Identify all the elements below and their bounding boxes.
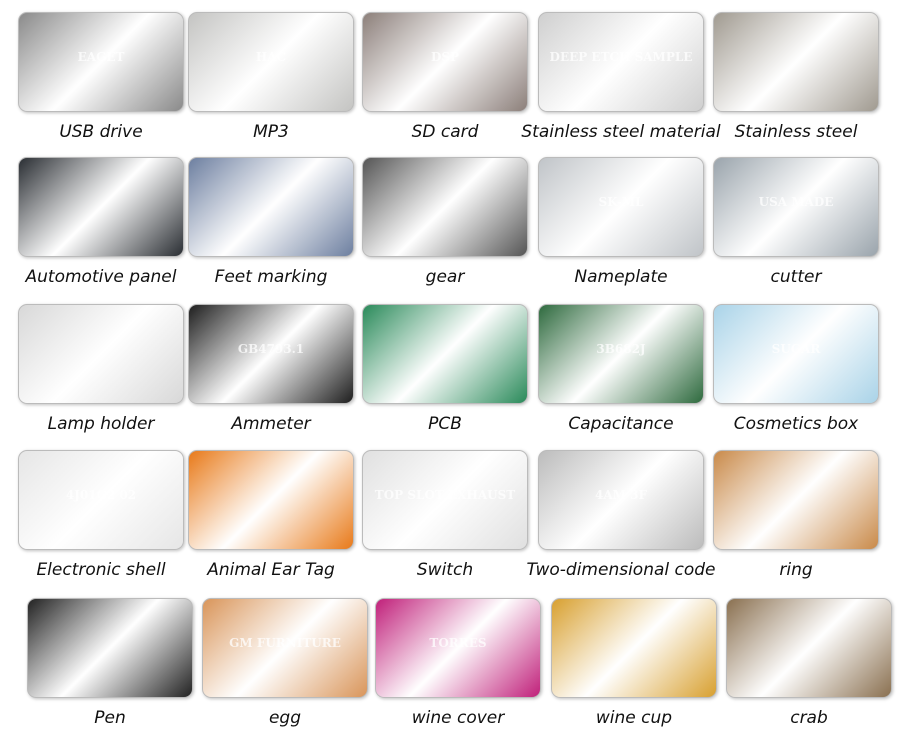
sample-tile: USA MADE cutter (713, 157, 879, 287)
sample-photo: GM FURNITURE (202, 598, 368, 698)
engraving-text: HAC (255, 50, 287, 65)
sample-photo: 4J01G2 02 (18, 450, 184, 550)
sample-photo: DEEP ETCH SAMPLE (538, 12, 704, 112)
sample-tile: SK-ML Nameplate (538, 157, 704, 287)
engraving-text: GB4793.1 (237, 342, 305, 357)
engraving-text: 3B682J (596, 342, 646, 357)
sample-photo (726, 598, 892, 698)
sample-caption: Stainless steel material (521, 122, 721, 142)
sample-photo: SUGAR (713, 304, 879, 404)
engraving-text: 4AM 3F (595, 488, 647, 503)
sample-tile: 4J01G2 02 Electronic shell (18, 450, 184, 580)
sample-photo (362, 157, 528, 257)
sample-photo: TOP SLOT EXHAUST (362, 450, 528, 550)
sample-tile: DSP SD card (362, 12, 528, 142)
sample-caption: ring (779, 560, 813, 580)
sample-caption: Switch (416, 560, 474, 580)
sample-photo: 4AM 3F (538, 450, 704, 550)
sample-caption: crab (790, 708, 828, 728)
sample-caption: PCB (428, 414, 462, 434)
sample-caption: Two-dimensional code (526, 560, 716, 580)
sample-tile: gear (362, 157, 528, 287)
sample-tile: HAC MP3 (188, 12, 354, 142)
sample-photo (188, 157, 354, 257)
sample-caption: USB drive (59, 122, 143, 142)
sample-caption: egg (268, 708, 302, 728)
engraving-text: DEEP ETCH SAMPLE (549, 50, 693, 65)
sample-caption: MP3 (253, 122, 289, 142)
sample-caption: wine cover (411, 708, 505, 728)
sample-photo (713, 450, 879, 550)
sample-photo: SK-ML (538, 157, 704, 257)
sample-photo (18, 157, 184, 257)
sample-tile: Automotive panel (18, 157, 184, 287)
sample-photo (713, 12, 879, 112)
sample-photo (551, 598, 717, 698)
sample-photo: GB4793.1 (188, 304, 354, 404)
sample-photo (18, 304, 184, 404)
sample-caption: Electronic shell (36, 560, 166, 580)
sample-caption: Animal Ear Tag (207, 560, 335, 580)
sample-photo: 3B682J (538, 304, 704, 404)
sample-photo (27, 598, 193, 698)
sample-tile: Lamp holder (18, 304, 184, 434)
engraving-text: GM FURNITURE (229, 636, 341, 651)
sample-tile: TOP SLOT EXHAUST Switch (362, 450, 528, 580)
sample-tile: PCB (362, 304, 528, 434)
engraving-text: SK-ML (598, 195, 644, 210)
sample-photo: HAC (188, 12, 354, 112)
sample-caption: cutter (770, 267, 822, 287)
engraving-text: 4J01G2 02 (65, 488, 137, 503)
sample-tile: crab (726, 598, 892, 728)
sample-tile: SUGAR Cosmetics box (713, 304, 879, 434)
sample-photo (188, 450, 354, 550)
sample-caption: Nameplate (574, 267, 668, 287)
sample-photo: EAGET (18, 12, 184, 112)
engraving-text: DSP (430, 50, 460, 65)
sample-caption: Capacitance (568, 414, 674, 434)
engraving-text: USA MADE (758, 195, 834, 210)
sample-tile: wine cup (551, 598, 717, 728)
sample-tile: 3B682J Capacitance (538, 304, 704, 434)
sample-tile: Feet marking (188, 157, 354, 287)
sample-tile: Pen (27, 598, 193, 728)
sample-caption: Automotive panel (25, 267, 177, 287)
sample-tile: Animal Ear Tag (188, 450, 354, 580)
sample-caption: Ammeter (231, 414, 311, 434)
sample-caption: SD card (411, 122, 479, 142)
sample-caption: Feet marking (214, 267, 328, 287)
sample-caption: Lamp holder (47, 414, 155, 434)
engraving-text: TOP SLOT EXHAUST (374, 488, 516, 503)
sample-photo: TORRES (375, 598, 541, 698)
sample-caption: Cosmetics box (733, 414, 859, 434)
sample-caption: wine cup (595, 708, 673, 728)
sample-photo: USA MADE (713, 157, 879, 257)
engraving-text: SUGAR (771, 342, 821, 357)
engraving-text: EAGET (77, 50, 125, 65)
sample-photo (362, 304, 528, 404)
sample-caption: Stainless steel (734, 122, 858, 142)
sample-tile: 4AM 3F Two-dimensional code (526, 450, 716, 580)
sample-tile: Stainless steel (713, 12, 879, 142)
sample-tile: EAGET USB drive (18, 12, 184, 142)
sample-caption: gear (425, 267, 465, 287)
sample-tile: GM FURNITURE egg (202, 598, 368, 728)
sample-tile: TORRES wine cover (375, 598, 541, 728)
sample-photo: DSP (362, 12, 528, 112)
sample-caption: Pen (94, 708, 126, 728)
engraving-text: TORRES (429, 636, 487, 651)
sample-tile: ring (713, 450, 879, 580)
sample-tile: DEEP ETCH SAMPLE Stainless steel material (521, 12, 721, 142)
